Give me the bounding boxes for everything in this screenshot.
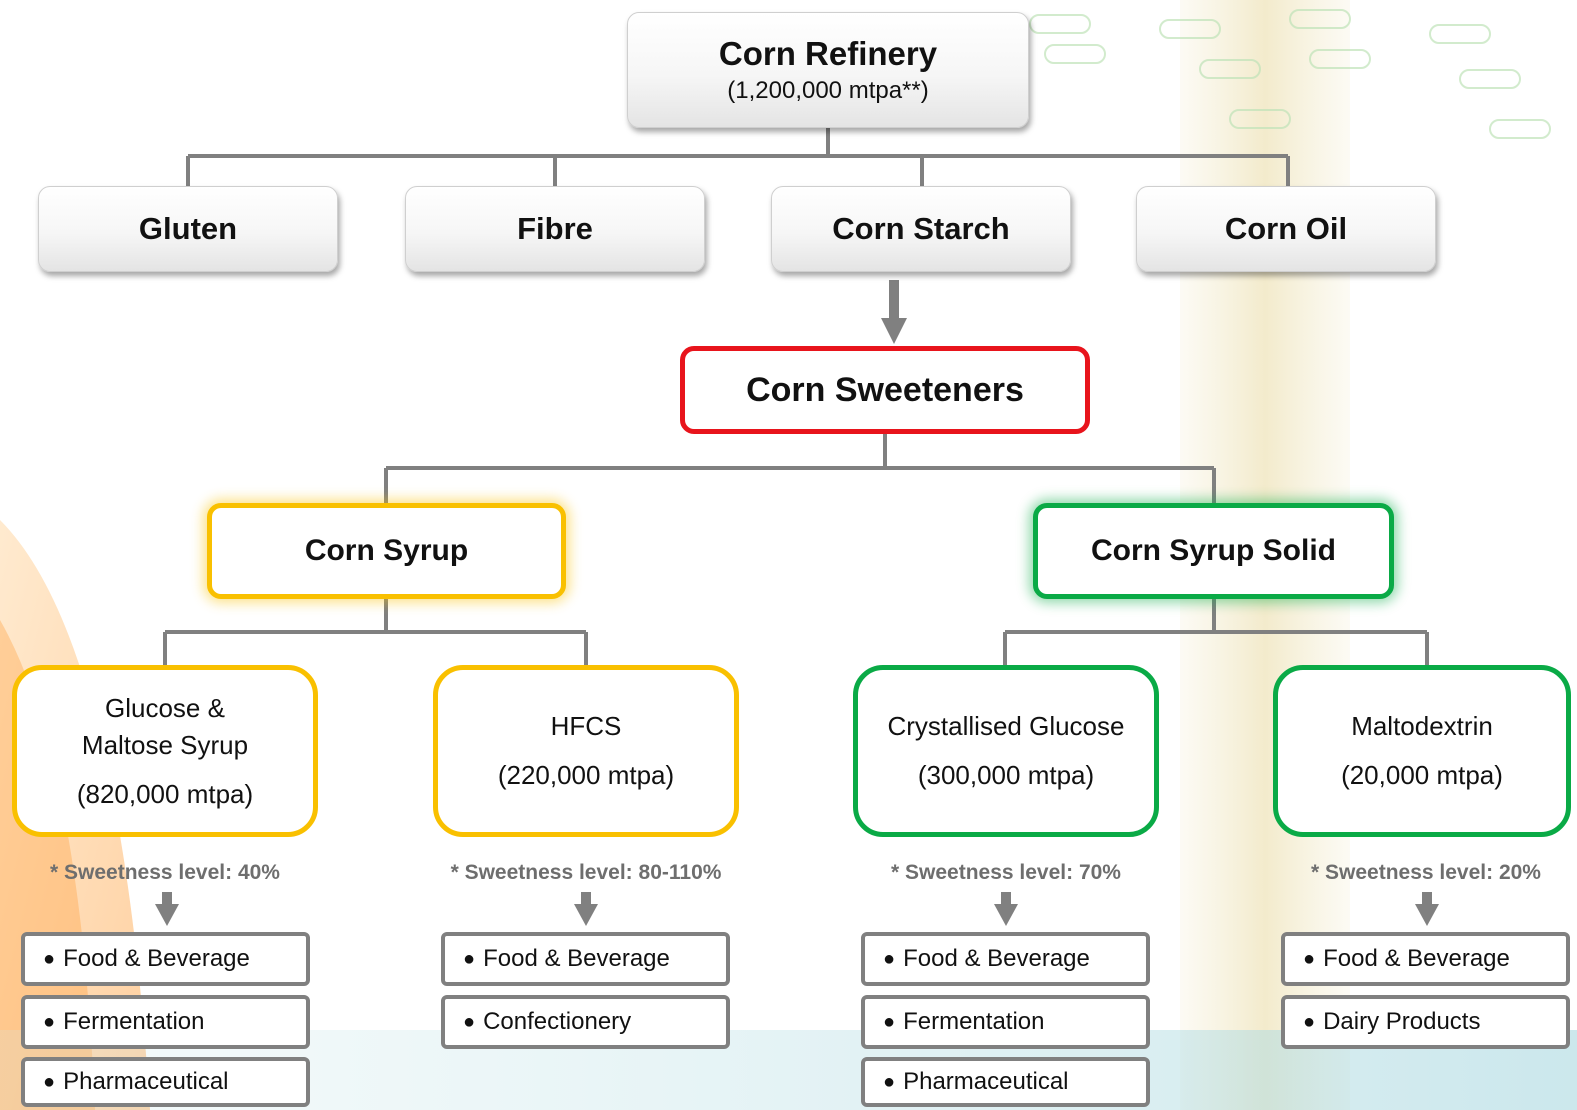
corn-starch-label: Corn Starch (832, 211, 1010, 246)
application-item: ● Confectionery (441, 995, 730, 1049)
corn-oil-node: Corn Oil (1136, 186, 1436, 272)
bullet-icon: ● (43, 947, 56, 970)
application-label: Pharmaceutical (903, 1068, 1069, 1095)
bullet-icon: ● (1303, 1010, 1316, 1033)
sweetness-note-1: * Sweetness level: 40% (50, 861, 280, 884)
corn-sweeteners-node: Corn Sweeteners (680, 346, 1090, 434)
application-item: ● Food & Beverage (441, 932, 730, 986)
application-item: ● Pharmaceutical (861, 1057, 1150, 1107)
application-item: ● Pharmaceutical (21, 1057, 310, 1107)
corn-refinery-capacity: (1,200,000 mtpa**) (727, 77, 929, 104)
product-name-line1: Glucose & (105, 692, 225, 723)
down-arrow-2 (574, 892, 598, 926)
product-name: Maltodextrin (1351, 711, 1493, 741)
gluten-label: Gluten (138, 211, 238, 246)
down-arrow-1 (155, 892, 179, 926)
hfcs-node: HFCS (220,000 mtpa) (433, 665, 739, 837)
sweetener-connector (384, 433, 1216, 503)
application-item: ● Dairy Products (1281, 995, 1570, 1049)
bullet-icon: ● (463, 1010, 476, 1033)
product-capacity: (220,000 mtpa) (497, 760, 675, 790)
bullet-icon: ● (463, 947, 476, 970)
bullet-icon: ● (1303, 947, 1316, 970)
application-item: ● Fermentation (861, 995, 1150, 1049)
application-label: Food & Beverage (63, 945, 250, 972)
product-name: HFCS (550, 711, 622, 741)
bullet-icon: ● (883, 1010, 896, 1033)
corn-syrup-solid-label: Corn Syrup Solid (1090, 534, 1336, 567)
corn-oil-label: Corn Oil (1224, 211, 1348, 246)
product-capacity: (20,000 mtpa) (1341, 760, 1503, 790)
down-arrow-3 (994, 892, 1018, 926)
product-capacity: (820,000 mtpa) (76, 778, 254, 809)
application-label: Food & Beverage (483, 945, 670, 972)
maltodextrin-node: Maltodextrin (20,000 mtpa) (1273, 665, 1571, 837)
corn-syrup-label: Corn Syrup (304, 534, 469, 567)
bullet-icon: ● (883, 1070, 896, 1093)
crystallised-glucose-node: Crystallised Glucose (300,000 mtpa) (853, 665, 1159, 837)
application-label: Food & Beverage (1323, 945, 1510, 972)
refinery-connector (186, 128, 1290, 186)
application-label: Dairy Products (1323, 1008, 1481, 1035)
application-label: Confectionery (483, 1008, 632, 1035)
application-label: Pharmaceutical (63, 1068, 229, 1095)
down-arrow-4 (1415, 892, 1439, 926)
application-item: ● Food & Beverage (1281, 932, 1570, 986)
application-label: Food & Beverage (903, 945, 1090, 972)
glucose-maltose-node: Glucose & Maltose Syrup (820,000 mtpa) (12, 665, 318, 837)
syrup-connector (163, 599, 588, 665)
bullet-icon: ● (43, 1070, 56, 1093)
corn-sweeteners-label: Corn Sweeteners (746, 370, 1024, 409)
fibre-label: Fibre (517, 211, 593, 246)
bullet-icon: ● (883, 947, 896, 970)
application-item: ● Food & Beverage (21, 932, 310, 986)
product-name-line2: Maltose Syrup (81, 729, 249, 760)
corn-starch-node: Corn Starch (771, 186, 1071, 272)
product-name: Crystallised Glucose (887, 711, 1125, 741)
solid-connector (1003, 599, 1429, 665)
sweetness-note-4: * Sweetness level: 20% (1311, 861, 1541, 884)
fibre-node: Fibre (405, 186, 705, 272)
sweetness-note-2: * Sweetness level: 80-110% (450, 861, 722, 884)
corn-syrup-node: Corn Syrup (207, 503, 566, 599)
application-item: ● Fermentation (21, 995, 310, 1049)
sweetness-note-3: * Sweetness level: 70% (891, 861, 1121, 884)
corn-refinery-title: Corn Refinery (718, 35, 938, 72)
application-item: ● Food & Beverage (861, 932, 1150, 986)
product-capacity: (300,000 mtpa) (917, 760, 1095, 790)
application-label: Fermentation (63, 1008, 205, 1035)
bullet-icon: ● (43, 1010, 56, 1033)
corn-refinery-node: Corn Refinery (1,200,000 mtpa**) (627, 12, 1029, 128)
corn-syrup-solid-node: Corn Syrup Solid (1033, 503, 1394, 599)
application-label: Fermentation (903, 1008, 1045, 1035)
starch-arrow (881, 280, 907, 344)
gluten-node: Gluten (38, 186, 338, 272)
